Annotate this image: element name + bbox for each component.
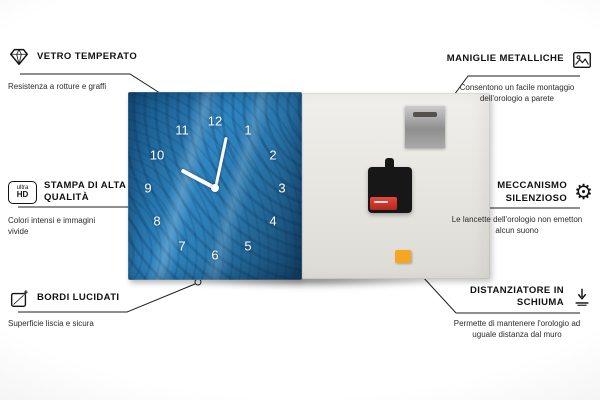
callout-title: MANIGLIE METALLICHE [446, 53, 564, 65]
mechanism-hook [385, 158, 394, 168]
clock-number: 9 [144, 180, 152, 196]
gear-icon: ⚙ [574, 181, 593, 204]
clock-number: 8 [153, 213, 161, 229]
wall-clock-product: 1 2 3 4 5 6 7 8 9 10 11 12 [128, 92, 490, 288]
clock-front-face: 1 2 3 4 5 6 7 8 9 10 11 12 [128, 92, 302, 280]
clock-number: 7 [178, 238, 186, 254]
clock-back-panel [302, 93, 490, 279]
minute-hand [213, 136, 228, 189]
callout-title: BORDI LUCIDATI [37, 292, 120, 304]
callout-tempered-glass: VETRO TEMPERATO Resistenza a rotture e g… [8, 42, 142, 93]
hanger-slot [413, 112, 437, 117]
clock-number: 4 [269, 213, 277, 229]
callout-title: MECCANISMO SILENZIOSO [497, 180, 568, 204]
ultra-hd-icon: ultra HD [8, 180, 37, 204]
spacer-arrow-icon [575, 288, 589, 306]
callout-polished-edges: BORDI LUCIDATI Superficie liscia e sicur… [8, 286, 138, 330]
callout-title: VETRO TEMPERATO [37, 50, 138, 62]
callout-subtitle: Colori intensi e immagini vivide [8, 216, 96, 236]
callout-silent-mechanism: MECCANISMO SILENZIOSO ⚙ Le lancette dell… [441, 178, 593, 237]
callout-foam-spacer: DISTANZIATORE IN SCHIUMA Permette di man… [441, 282, 593, 341]
callout-subtitle: Permette di mantenere l'orologio ad ugua… [453, 319, 581, 339]
clock-number: 3 [278, 180, 286, 196]
clock-number: 10 [149, 147, 165, 163]
clock-mechanism [368, 158, 412, 213]
polished-edge-icon [10, 289, 28, 307]
diamond-icon [10, 48, 28, 66]
battery-label-stripe [374, 201, 388, 203]
callout-print-quality: ultra HD STAMPA DI ALTA QUALITÀ Colori i… [8, 178, 142, 238]
metal-hanger-plate [405, 106, 445, 148]
callout-subtitle: Le lancette dell'orologio non emetton al… [451, 215, 583, 235]
callout-subtitle: Resistenza a rotture e graffi [8, 82, 107, 91]
clock-number: 6 [211, 247, 219, 263]
callout-subtitle: Consentono un facile montaggio dell'orol… [459, 83, 575, 103]
callout-metal-handles: MANIGLIE METALLICHE Consentono un facile… [441, 44, 593, 105]
clock-number: 1 [244, 122, 252, 138]
picture-frame-icon [573, 51, 591, 68]
foam-spacer [395, 250, 411, 263]
callout-subtitle: Superficie liscia e sicura [8, 319, 94, 328]
clock-number: 11 [175, 122, 189, 138]
clock-number: 2 [269, 147, 277, 163]
callout-title: STAMPA DI ALTA QUALITÀ [44, 179, 126, 203]
battery [370, 197, 397, 210]
clock-number: 12 [207, 113, 223, 129]
callout-title: DISTANZIATORE IN SCHIUMA [469, 284, 564, 308]
clock-center-dot [211, 184, 219, 192]
clock-number: 5 [244, 238, 252, 254]
